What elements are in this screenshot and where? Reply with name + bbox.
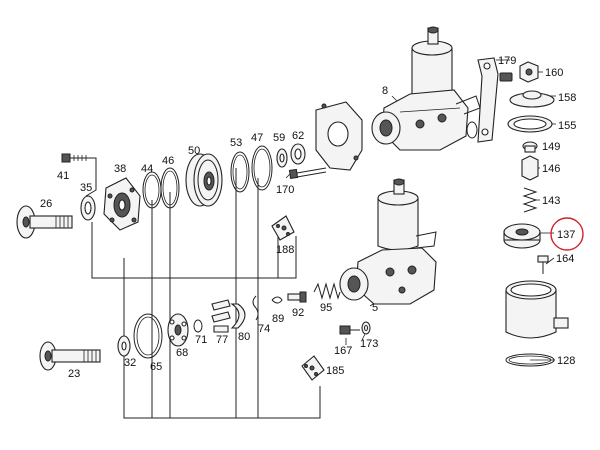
bolt-164 — [537, 255, 549, 274]
o-ring-65 — [133, 313, 163, 359]
gear-housing-38 — [103, 177, 141, 231]
ring-46 — [160, 167, 180, 209]
pump-bracket — [315, 101, 363, 171]
highlight-137-circle — [550, 217, 584, 251]
bolt-41 — [61, 153, 90, 163]
label-26[interactable]: 26 — [40, 198, 52, 210]
label-188[interactable]: 188 — [276, 244, 294, 256]
label-158[interactable]: 158 — [558, 92, 576, 104]
bearing-32 — [117, 335, 131, 357]
label-155[interactable]: 155 — [558, 120, 576, 132]
nut-160 — [519, 61, 539, 83]
label-53[interactable]: 53 — [230, 137, 242, 149]
part-labels: 41 38 44 46 50 53 47 59 62 8 179 160 158… — [40, 55, 576, 380]
washer-59 — [276, 148, 288, 168]
label-68[interactable]: 68 — [176, 347, 188, 359]
plunger-92 — [287, 291, 307, 303]
label-77[interactable]: 77 — [216, 334, 228, 346]
label-44[interactable]: 44 — [141, 163, 153, 175]
label-170[interactable]: 170 — [276, 184, 294, 196]
rotor-68 — [167, 313, 189, 347]
valve-149 — [522, 141, 538, 153]
ring-47 — [251, 145, 273, 191]
label-80[interactable]: 80 — [238, 331, 250, 343]
label-74[interactable]: 74 — [258, 323, 270, 335]
label-92[interactable]: 92 — [292, 307, 304, 319]
label-160[interactable]: 160 — [545, 67, 563, 79]
label-41[interactable]: 41 — [57, 170, 69, 182]
seal-ring-128 — [505, 353, 555, 367]
plate-188 — [271, 215, 295, 241]
label-185[interactable]: 185 — [326, 365, 344, 377]
label-146[interactable]: 146 — [542, 163, 560, 175]
segment-80 — [230, 303, 246, 329]
flange-shaft-26 — [16, 205, 73, 239]
label-173[interactable]: 173 — [360, 338, 378, 350]
filter-137 — [503, 223, 541, 249]
flange-shaft-23 — [39, 341, 101, 371]
power-steering-pump-upper-8 — [371, 26, 481, 151]
label-128[interactable]: 128 — [557, 355, 575, 367]
label-95[interactable]: 95 — [320, 302, 332, 314]
segment-77 — [211, 299, 231, 333]
label-179[interactable]: 179 — [498, 55, 516, 67]
label-167[interactable]: 167 — [334, 345, 352, 357]
plate-185 — [301, 355, 325, 381]
ring-71 — [193, 319, 203, 333]
label-89[interactable]: 89 — [272, 313, 284, 325]
label-65[interactable]: 65 — [150, 361, 162, 373]
pulley-50 — [185, 153, 223, 207]
label-164[interactable]: 164 — [556, 253, 574, 265]
label-38[interactable]: 38 — [114, 163, 126, 175]
power-steering-pump-lower-5 — [339, 178, 437, 305]
label-8[interactable]: 8 — [382, 85, 388, 97]
spring-95 — [313, 282, 341, 300]
bearing-35 — [80, 195, 96, 221]
clip-89 — [271, 296, 283, 304]
label-71[interactable]: 71 — [195, 334, 207, 346]
gasket-155 — [507, 115, 553, 133]
bracket-179 — [477, 57, 513, 143]
label-143[interactable]: 143 — [542, 195, 560, 207]
ring-53 — [230, 151, 250, 193]
small-ring — [466, 121, 478, 139]
label-23[interactable]: 23 — [68, 368, 80, 380]
reservoir-cup — [505, 280, 569, 339]
cover-158 — [509, 90, 555, 108]
label-62[interactable]: 62 — [292, 130, 304, 142]
label-59[interactable]: 59 — [273, 132, 285, 144]
label-137[interactable]: 137 — [557, 229, 575, 241]
label-32[interactable]: 32 — [124, 357, 136, 369]
label-5[interactable]: 5 — [372, 302, 378, 314]
bolt-167 — [339, 325, 360, 335]
label-35[interactable]: 35 — [80, 182, 92, 194]
clip-74 — [252, 295, 259, 321]
bolt-170 — [288, 167, 327, 179]
seal-62 — [290, 143, 306, 165]
label-47[interactable]: 47 — [251, 132, 263, 144]
label-149[interactable]: 149 — [542, 141, 560, 153]
label-50[interactable]: 50 — [188, 145, 200, 157]
valve-body-146 — [521, 155, 539, 181]
spring-143 — [522, 187, 538, 213]
washer-173 — [361, 321, 371, 335]
label-46[interactable]: 46 — [162, 155, 174, 167]
